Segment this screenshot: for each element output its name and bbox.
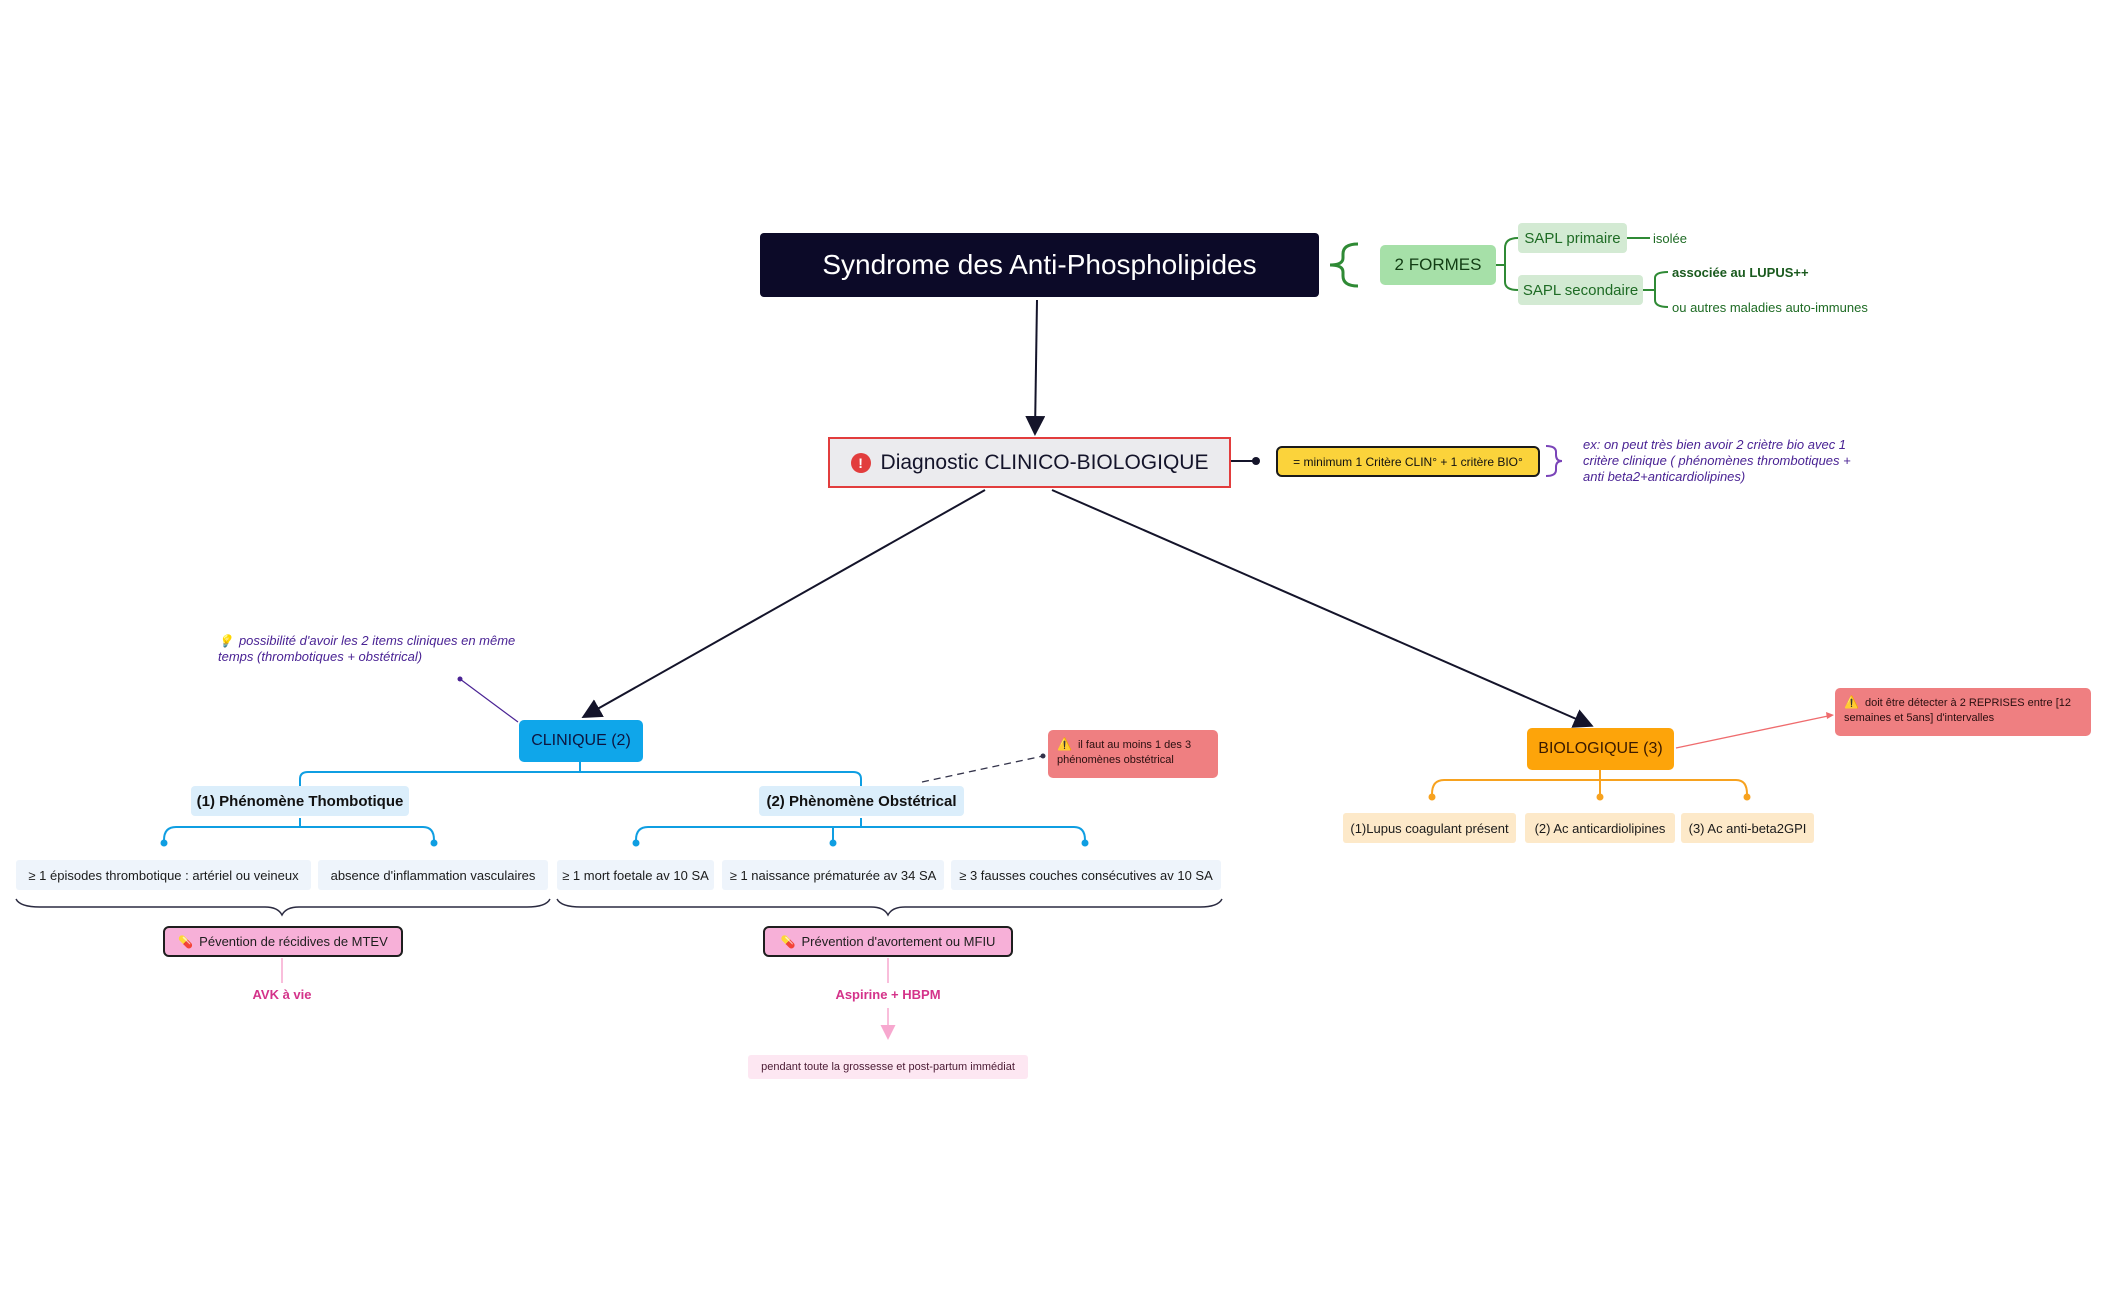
criteria-node[interactable]: = minimum 1 Critère CLIN° + 1 critère BI… — [1276, 446, 1540, 477]
bio-leaf[interactable]: (1)Lupus coagulant présent — [1343, 813, 1516, 843]
sapl-primaire-detail: isolée — [1653, 230, 1687, 246]
thrombo-treatment: AVK à vie — [252, 986, 312, 1002]
thrombo-prevention-node[interactable]: 💊 Pévention de récidives de MTEV — [163, 926, 403, 957]
diagnostic-label: Diagnostic CLINICO-BIOLOGIQUE — [880, 450, 1209, 474]
pill-icon: 💊 — [178, 934, 194, 949]
thrombo-node[interactable]: (1) Phénomène Thombotique — [191, 786, 409, 816]
bio-leaf[interactable]: (2) Ac anticardiolipines — [1525, 813, 1675, 843]
obstet-prevention-label: Prévention d'avortement ou MFIU — [801, 934, 996, 949]
exclamation-icon: ! — [850, 452, 871, 473]
obstet-leaf[interactable]: ≥ 1 mort foetale av 10 SA — [557, 860, 714, 890]
lightbulb-icon: 💡 — [218, 634, 233, 648]
obstet-duration: pendant toute la grossesse et post-partu… — [748, 1055, 1028, 1079]
lupus-association: associée au LUPUS++ — [1672, 264, 1809, 280]
thrombo-leaf[interactable]: absence d'inflammation vasculaires — [318, 860, 548, 890]
thrombo-prevention-label: Pévention de récidives de MTEV — [199, 934, 388, 949]
obstet-alert-text: il faut au moins 1 des 3 phénomènes obst… — [1057, 739, 1192, 766]
obstet-prevention-node[interactable]: 💊 Prévention d'avortement ou MFIU — [763, 926, 1013, 957]
autoimmune-association: ou autres maladies auto-immunes — [1672, 299, 1868, 315]
bio-alert-note: ⚠️doit être détecter à 2 REPRISES entre … — [1835, 688, 2091, 736]
diagnostic-example-note: ex: on peut très bien avoir 2 criètre bi… — [1583, 437, 1851, 484]
pill-icon: 💊 — [780, 934, 796, 949]
obstet-node[interactable]: (2) Phènomène Obstétrical — [759, 786, 964, 816]
diagnostic-node[interactable]: ! Diagnostic CLINICO-BIOLOGIQUE — [828, 437, 1231, 488]
clinique-node[interactable]: CLINIQUE (2) — [519, 720, 643, 762]
obstet-leaf[interactable]: ≥ 1 naissance prématurée av 34 SA — [722, 860, 944, 890]
warning-icon: ⚠️ — [1057, 737, 1072, 751]
bio-alert-text: doit être détecter à 2 REPRISES entre [1… — [1844, 697, 2072, 724]
root-title[interactable]: Syndrome des Anti-Phospholipides — [760, 233, 1319, 297]
thrombo-leaf[interactable]: ≥ 1 épisodes thrombotique : artériel ou … — [16, 860, 311, 890]
obstet-alert-note: ⚠️il faut au moins 1 des 3 phénomènes ob… — [1048, 730, 1218, 778]
clinique-note: 💡possibilité d'avoir les 2 items cliniqu… — [218, 633, 518, 665]
sapl-secondaire-node[interactable]: SAPL secondaire — [1518, 275, 1643, 305]
bio-leaf[interactable]: (3) Ac anti-beta2GPI — [1681, 813, 1814, 843]
obstet-treatment: Aspirine + HBPM — [835, 986, 941, 1002]
formes-node[interactable]: 2 FORMES — [1380, 245, 1496, 285]
obstet-leaf[interactable]: ≥ 3 fausses couches consécutives av 10 S… — [951, 860, 1221, 890]
clinique-note-text: possibilité d'avoir les 2 items clinique… — [218, 633, 516, 664]
sapl-primaire-node[interactable]: SAPL primaire — [1518, 223, 1627, 253]
warning-icon: ⚠️ — [1844, 695, 1859, 709]
biologique-node[interactable]: BIOLOGIQUE (3) — [1527, 728, 1674, 770]
